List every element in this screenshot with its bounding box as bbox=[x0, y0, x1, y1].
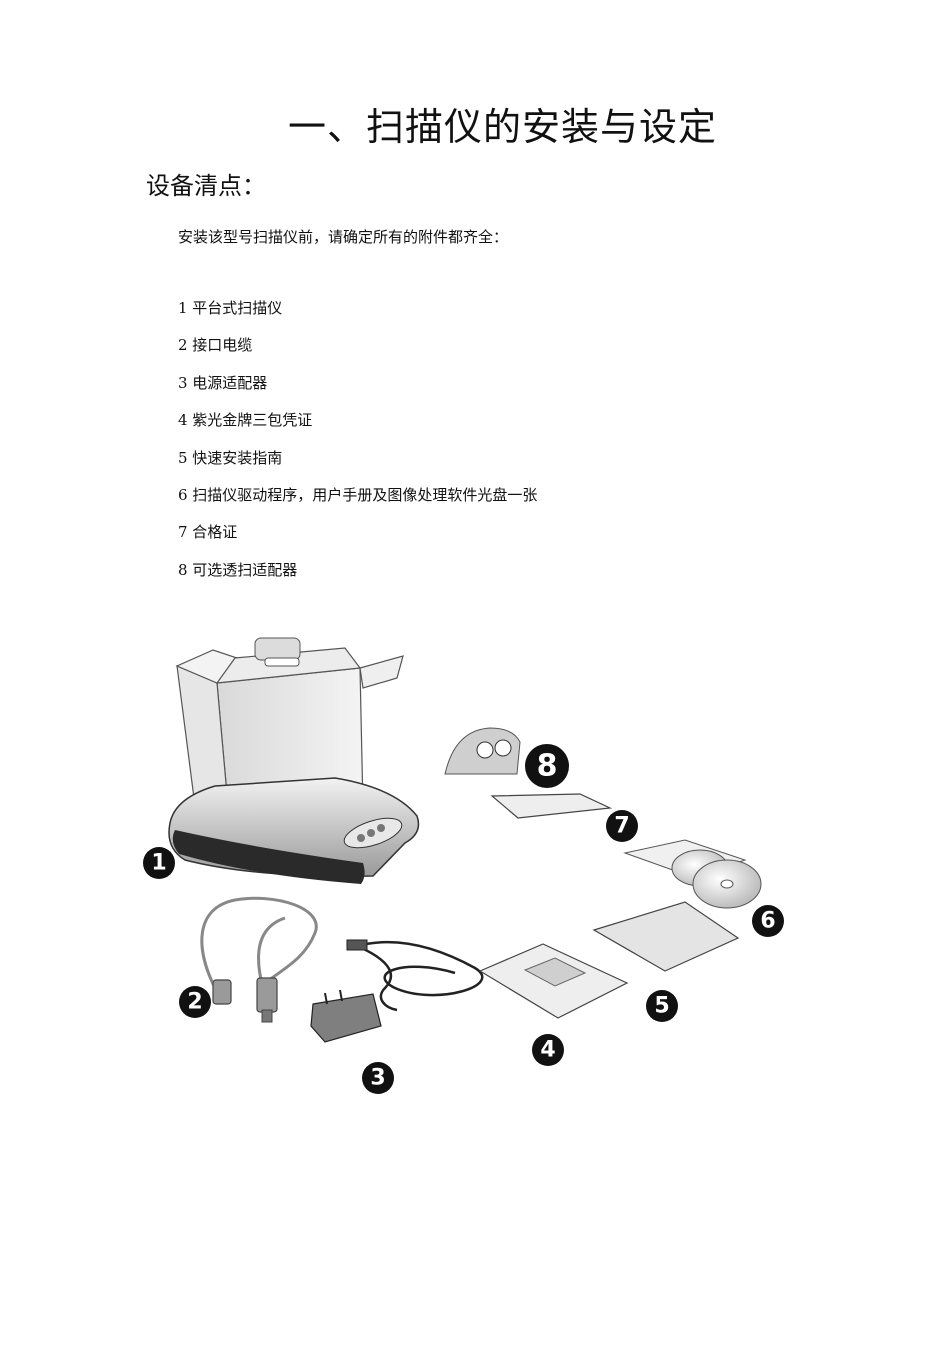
callout-7-label: 7 bbox=[614, 814, 629, 839]
callout-5-label: 5 bbox=[654, 994, 669, 1019]
callout-2: 2 bbox=[179, 986, 211, 1018]
page-title: 一、扫描仪的安装与设定 bbox=[287, 105, 717, 149]
callout-6-label: 6 bbox=[760, 909, 775, 934]
callout-2-label: 2 bbox=[187, 990, 202, 1015]
cd-image bbox=[623, 839, 762, 909]
callout-4: 4 bbox=[532, 1034, 564, 1066]
certificate-image bbox=[490, 793, 613, 819]
scanner-image bbox=[168, 777, 420, 884]
quick-guide-image bbox=[592, 901, 740, 972]
item-list: 1 平台式扫描仪 2 接口电缆 3 电源适配器 4 紫光金牌三包凭证 5 快速安… bbox=[178, 298, 537, 597]
list-item: 2 接口电缆 bbox=[178, 336, 253, 355]
list-item: 1 平台式扫描仪 bbox=[178, 299, 283, 317]
section-title: 设备清点： bbox=[146, 172, 266, 200]
callout-6: 6 bbox=[752, 905, 784, 937]
intro-text: 安装该型号扫描仪前，请确定所有的附件都齐全： bbox=[178, 228, 509, 246]
list-item: 8 可选透扫适配器 bbox=[178, 560, 298, 579]
callout-3: 3 bbox=[362, 1062, 394, 1094]
power-adapter-image bbox=[310, 939, 484, 1043]
list-item: 6 扫描仪驱动程序，用户手册及图像处理软件光盘一张 bbox=[178, 485, 538, 504]
callout-4-label: 4 bbox=[540, 1038, 555, 1063]
callout-1: 1 bbox=[143, 847, 175, 879]
list-item: 7 合格证 bbox=[178, 523, 238, 542]
list-item: 3 电源适配器 bbox=[178, 373, 268, 392]
list-item: 4 紫光金牌三包凭证 bbox=[178, 411, 313, 430]
callout-7: 7 bbox=[606, 810, 638, 842]
callout-8: 8 bbox=[525, 744, 569, 788]
package-contents-illustration: 1 2 3 4 5 6 7 8 bbox=[135, 628, 815, 1098]
warranty-card-image bbox=[478, 943, 629, 1019]
list-item: 5 快速安装指南 bbox=[178, 448, 283, 467]
cable-image bbox=[200, 896, 318, 1023]
callout-1-label: 1 bbox=[151, 851, 166, 876]
transparency-adapter-image bbox=[444, 727, 521, 775]
callout-8-label: 8 bbox=[537, 749, 558, 784]
callout-5: 5 bbox=[646, 990, 678, 1022]
callout-3-label: 3 bbox=[370, 1066, 385, 1091]
